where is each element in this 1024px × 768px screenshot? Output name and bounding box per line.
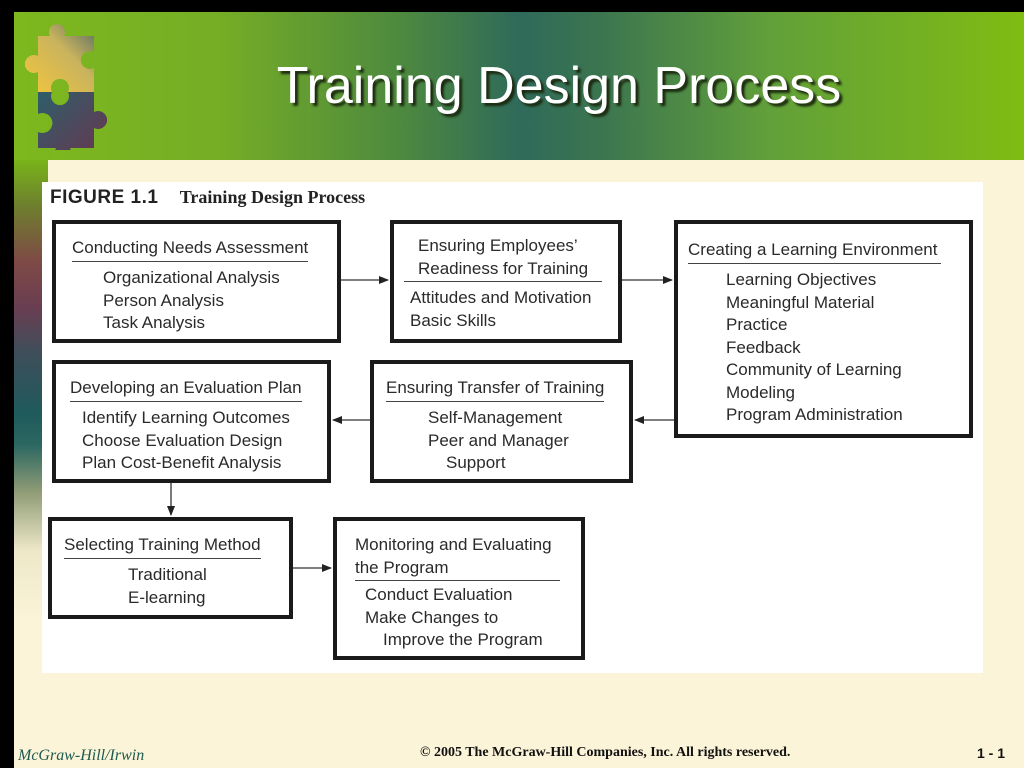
figure-title: Training Design Process bbox=[179, 187, 366, 207]
box-item: Identify Learning Outcomes bbox=[82, 408, 290, 427]
box-item: Learning Objectives bbox=[726, 270, 877, 289]
slide: Training Design Process FIGURE 1.1 Train… bbox=[14, 12, 1024, 768]
box-item: Attitudes and Motivation bbox=[410, 288, 592, 307]
box-item: Practice bbox=[726, 315, 788, 334]
box-heading: Developing an Evaluation Plan bbox=[70, 377, 302, 402]
box-item: Make Changes to bbox=[365, 607, 499, 627]
header-band bbox=[14, 12, 1024, 160]
footer-copyright: © 2005 The McGraw-Hill Companies, Inc. A… bbox=[420, 745, 791, 760]
box-evaluation-plan: Developing an Evaluation Plan Identify L… bbox=[52, 360, 331, 483]
box-item: Organizational Analysis bbox=[103, 268, 280, 287]
box-learning-environment: Creating a Learning Environment Learning… bbox=[674, 220, 973, 438]
box-item: Improve the Program bbox=[383, 630, 543, 649]
puzzle-pieces-icon bbox=[24, 24, 108, 150]
figure-caption: FIGURE 1.1 Training Design Process bbox=[50, 187, 365, 209]
box-transfer-of-training: Ensuring Transfer of Training Self-Manag… bbox=[370, 360, 633, 483]
box-training-method: Selecting Training Method Traditional E-… bbox=[48, 517, 293, 619]
box-item: E-learning bbox=[128, 587, 206, 607]
box-heading-line: Monitoring and Evaluating bbox=[355, 535, 552, 554]
box-item: Meaningful Material bbox=[726, 292, 875, 312]
box-monitoring-evaluating: Monitoring and Evaluating the Program Co… bbox=[333, 517, 585, 660]
box-heading-line: the Program bbox=[355, 557, 449, 577]
footer-publisher: McGraw-Hill/Irwin bbox=[18, 747, 145, 764]
box-item: Peer and Manager bbox=[428, 430, 569, 450]
box-heading: Selecting Training Method bbox=[64, 534, 261, 559]
figure-number: FIGURE 1.1 bbox=[50, 187, 159, 208]
box-heading-line: Ensuring Employees’ bbox=[418, 236, 578, 255]
slide-number: 1 - 1 bbox=[977, 745, 1006, 761]
box-item: Person Analysis bbox=[103, 290, 224, 310]
slide-title: Training Design Process bbox=[276, 57, 842, 115]
box-item: Feedback bbox=[726, 337, 801, 357]
box-item: Self-Management bbox=[428, 408, 563, 427]
figure-diagram: FIGURE 1.1 Training Design Process Condu… bbox=[42, 182, 983, 673]
box-heading: Ensuring Transfer of Training bbox=[386, 377, 605, 402]
box-heading: Conducting Needs Assessment bbox=[72, 237, 309, 262]
box-heading: Creating a Learning Environment bbox=[688, 239, 942, 264]
box-item: Community of Learning bbox=[726, 360, 902, 379]
box-heading-line: Readiness for Training bbox=[418, 258, 589, 278]
box-item: Plan Cost-Benefit Analysis bbox=[82, 453, 282, 472]
box-item: Program Administration bbox=[726, 405, 903, 424]
box-item: Task Analysis bbox=[103, 313, 206, 332]
box-item: Traditional bbox=[128, 565, 207, 584]
box-item: Conduct Evaluation bbox=[365, 585, 513, 604]
box-item: Basic Skills bbox=[410, 310, 496, 330]
box-needs-assessment: Conducting Needs Assessment Organization… bbox=[52, 220, 341, 343]
box-item: Modeling bbox=[726, 382, 795, 402]
box-item: Choose Evaluation Design bbox=[82, 430, 283, 450]
box-item: Support bbox=[446, 453, 506, 472]
box-employee-readiness: Ensuring Employees’ Readiness for Traini… bbox=[390, 220, 622, 343]
